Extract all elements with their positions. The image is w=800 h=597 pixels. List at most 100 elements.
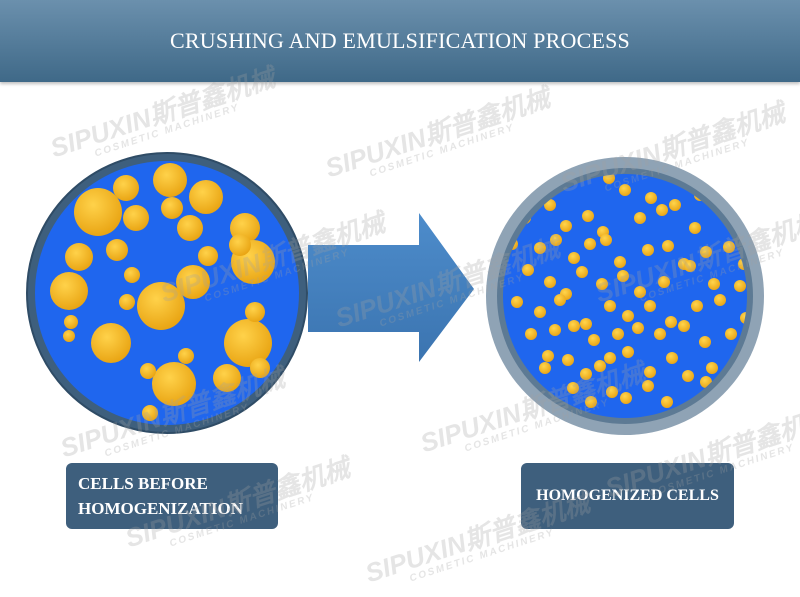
fine-particle: [522, 264, 534, 276]
fat-globule: [177, 215, 203, 241]
fine-particle: [580, 368, 592, 380]
fine-particle: [632, 322, 644, 334]
before-particles: [50, 163, 275, 421]
fine-particle: [560, 220, 572, 232]
fine-particle: [576, 266, 588, 278]
fine-particle: [620, 392, 632, 404]
fat-globule: [50, 272, 88, 310]
fine-particle: [588, 334, 600, 346]
process-arrow: [308, 213, 474, 362]
fine-particle: [550, 234, 562, 246]
fine-particle: [656, 204, 668, 216]
fine-particle: [568, 252, 580, 264]
fat-globule: [250, 358, 270, 378]
fine-particle: [661, 396, 673, 408]
fine-particle: [634, 286, 646, 298]
header-banner: CRUSHING AND EMULSIFICATION PROCESS: [0, 0, 800, 82]
fine-particle: [642, 380, 654, 392]
fine-particle: [706, 362, 718, 374]
fine-particle: [700, 246, 712, 258]
fine-particle: [644, 366, 656, 378]
fat-globule: [65, 243, 93, 271]
fine-particle: [544, 276, 556, 288]
fine-particle: [525, 328, 537, 340]
fine-particle: [654, 328, 666, 340]
fat-globule: [63, 330, 75, 342]
fine-particle: [682, 370, 694, 382]
fine-particle: [678, 320, 690, 332]
fine-particle: [662, 240, 674, 252]
fine-particle: [600, 234, 612, 246]
fat-globule: [153, 163, 187, 197]
fat-globule: [176, 265, 210, 299]
after-label: HOMOGENIZED CELLS: [521, 463, 734, 529]
fine-particle: [644, 300, 656, 312]
fine-particle: [539, 362, 551, 374]
fine-particle: [684, 260, 696, 272]
fine-particle: [549, 324, 561, 336]
fat-globule: [213, 364, 241, 392]
fine-particle: [689, 222, 701, 234]
fine-particle: [714, 294, 726, 306]
fine-particle: [634, 212, 646, 224]
fine-particle: [606, 386, 618, 398]
fine-particle: [665, 316, 677, 328]
page-title: CRUSHING AND EMULSIFICATION PROCESS: [170, 28, 630, 53]
fine-particle: [723, 241, 735, 253]
fine-particle: [658, 276, 670, 288]
before-label-line1: CELLS BEFORE: [78, 474, 208, 493]
fine-particle: [666, 352, 678, 364]
fat-globule: [113, 175, 139, 201]
fat-globule: [91, 323, 131, 363]
fine-particle: [669, 199, 681, 211]
fine-particle: [542, 350, 554, 362]
fine-particle: [584, 238, 596, 250]
fat-globule: [178, 348, 194, 364]
fine-particle: [725, 328, 737, 340]
fat-globule: [64, 315, 78, 329]
fine-particle: [622, 346, 634, 358]
fine-particle: [699, 336, 711, 348]
fine-particle: [619, 184, 631, 196]
fat-globule: [137, 282, 185, 330]
fine-particle: [562, 354, 574, 366]
before-label: CELLS BEFORE HOMOGENIZATION: [66, 463, 278, 529]
fine-particle: [604, 352, 616, 364]
fine-particle: [708, 278, 720, 290]
fine-particle: [614, 256, 626, 268]
fine-particle: [534, 242, 546, 254]
fat-globule: [74, 188, 122, 236]
fine-particle: [734, 280, 746, 292]
fine-particle: [511, 296, 523, 308]
fat-globule: [189, 180, 223, 214]
fat-globule: [140, 363, 156, 379]
fat-globule: [142, 405, 158, 421]
fat-globule: [224, 319, 272, 367]
fat-globule: [229, 234, 251, 256]
fine-particle: [596, 278, 608, 290]
fine-particle: [612, 328, 624, 340]
fat-globule: [245, 302, 265, 322]
fine-particle: [554, 294, 566, 306]
fine-particle: [580, 318, 592, 330]
fat-globule: [106, 239, 128, 261]
fine-particle: [642, 244, 654, 256]
fat-globule: [123, 205, 149, 231]
fat-globule: [198, 246, 218, 266]
fine-particle: [622, 310, 634, 322]
fine-particle: [617, 270, 629, 282]
fine-particle: [568, 320, 580, 332]
fine-particle: [691, 300, 703, 312]
fat-globule: [152, 362, 196, 406]
before-label-line2: HOMOGENIZATION: [78, 499, 243, 518]
process-diagram: [26, 152, 764, 435]
fine-particle: [594, 360, 606, 372]
fat-globule: [119, 294, 135, 310]
fine-particle: [585, 396, 597, 408]
fat-globule: [161, 197, 183, 219]
fine-particle: [645, 192, 657, 204]
fine-particle: [604, 300, 616, 312]
fine-particle: [582, 210, 594, 222]
fine-particle: [567, 382, 579, 394]
fat-globule: [124, 267, 140, 283]
